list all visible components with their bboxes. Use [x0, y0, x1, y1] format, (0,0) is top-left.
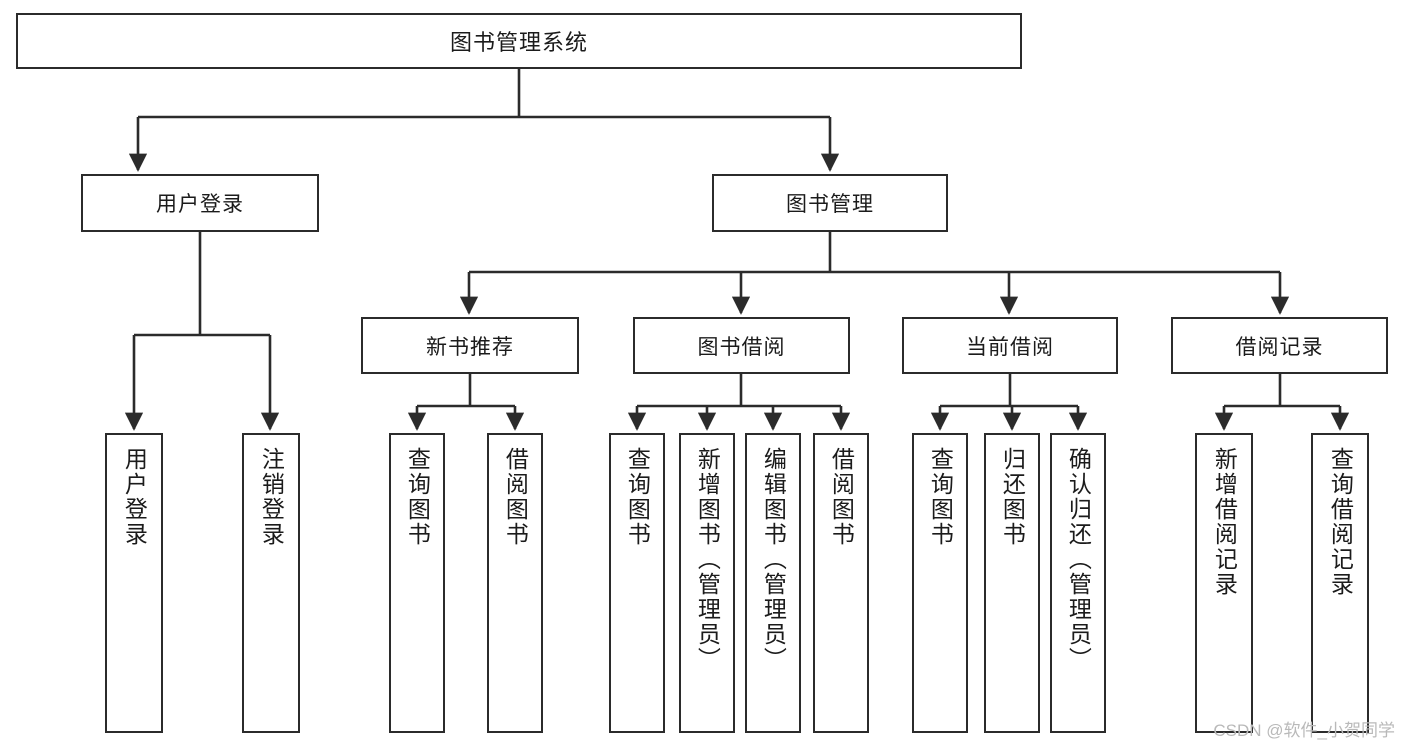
leaf-label: 查询图书	[404, 447, 431, 547]
leaf-label: 归还图书	[999, 447, 1026, 547]
leaf-label: 确认归还（管理员）	[1065, 447, 1092, 672]
node-user-login[interactable]: 用户登录	[81, 174, 319, 232]
node-root[interactable]: 图书管理系统	[16, 13, 1022, 69]
node-borrow-records[interactable]: 借阅记录	[1171, 317, 1388, 374]
leaf-label: 用户登录	[121, 447, 148, 547]
leaf-label: 借阅图书	[502, 447, 529, 547]
leaf-node[interactable]: 新增借阅记录	[1195, 433, 1253, 733]
node-book-borrow[interactable]: 图书借阅	[633, 317, 850, 374]
leaf-node[interactable]: 注销登录	[242, 433, 300, 733]
leaf-node[interactable]: 新增图书（管理员）	[679, 433, 735, 733]
leaf-node[interactable]: 查询借阅记录	[1311, 433, 1369, 733]
leaf-node[interactable]: 查询图书	[389, 433, 445, 733]
node-current-borrow[interactable]: 当前借阅	[902, 317, 1118, 374]
leaf-label: 查询图书	[624, 447, 651, 547]
leaf-label: 新增图书（管理员）	[694, 447, 721, 672]
leaf-label: 查询图书	[927, 447, 954, 547]
leaf-label: 新增借阅记录	[1211, 447, 1238, 597]
leaf-node[interactable]: 借阅图书	[487, 433, 543, 733]
leaf-label: 借阅图书	[828, 447, 855, 547]
leaf-node[interactable]: 查询图书	[609, 433, 665, 733]
leaf-node[interactable]: 用户登录	[105, 433, 163, 733]
node-new-book-recommend[interactable]: 新书推荐	[361, 317, 579, 374]
leaf-node[interactable]: 借阅图书	[813, 433, 869, 733]
leaf-label: 注销登录	[258, 447, 285, 547]
leaf-node[interactable]: 查询图书	[912, 433, 968, 733]
leaf-label: 查询借阅记录	[1327, 447, 1354, 597]
leaf-node[interactable]: 编辑图书（管理员）	[745, 433, 801, 733]
leaf-label: 编辑图书（管理员）	[760, 447, 787, 672]
node-book-management[interactable]: 图书管理	[712, 174, 948, 232]
leaf-node[interactable]: 归还图书	[984, 433, 1040, 733]
leaf-node[interactable]: 确认归还（管理员）	[1050, 433, 1106, 733]
